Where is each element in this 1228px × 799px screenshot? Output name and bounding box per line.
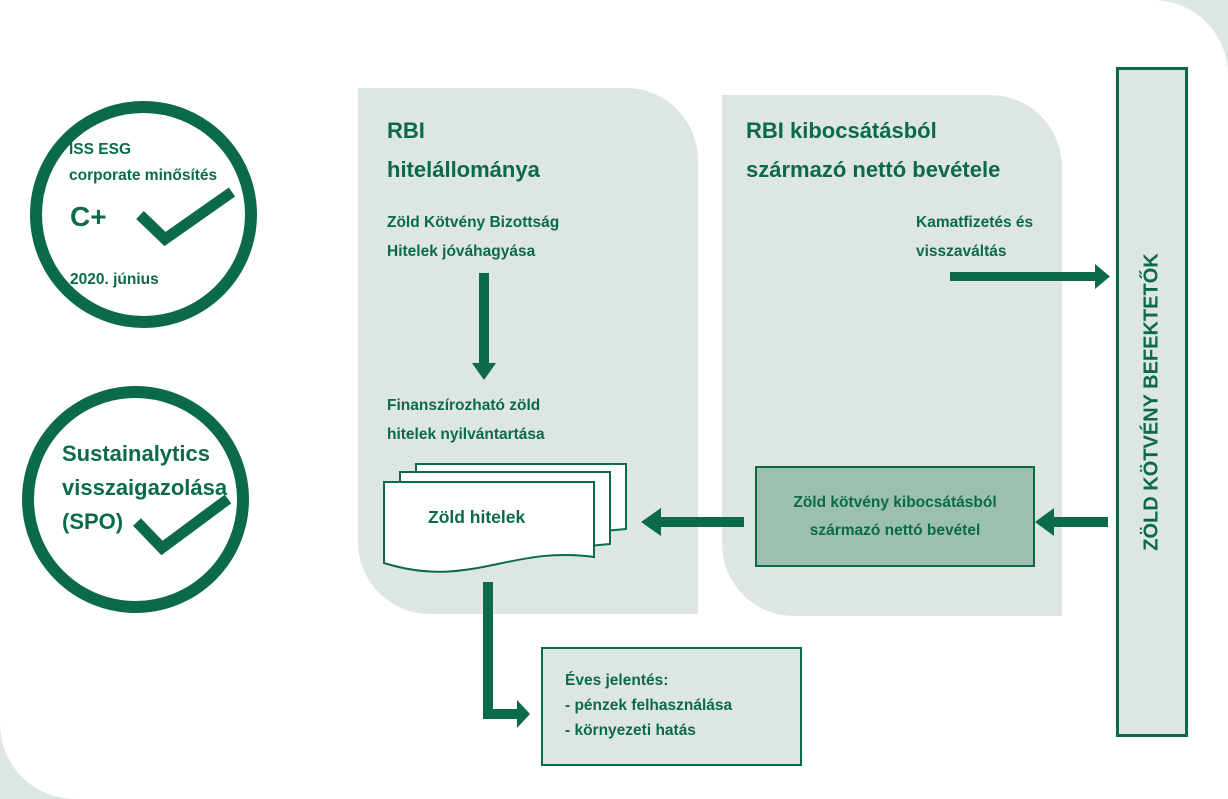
annual-report-item-environmental-impact: - környezeti hatás [565,722,696,739]
iss-esg-line1: ISS ESG [69,141,132,158]
green-loans-label: Zöld hitelek [428,507,526,527]
sustainalytics-checkmark-icon [133,494,232,556]
green-loans-document-stack-icon [383,463,627,573]
iss-esg-rating-value: C+ [70,201,107,232]
iss-esg-label: ISS ESG corporate minősítés [69,137,217,189]
committee-approval-label: Zöld Kötvény Bizottság Hitelek jóváhagyá… [387,208,559,266]
green-bond-investors-label: ZÖLD KÖTVÉNY BEFEKTETŐK [1140,253,1163,551]
iss-checkmark-icon [136,187,236,247]
interest-redemption-line1: Kamatfizetés és [916,214,1034,231]
interest-redemption-line2: visszaváltás [916,243,1007,260]
investors-to-proceeds-arrow [1035,508,1108,536]
loans-to-report-arrow [483,582,530,728]
loan-portfolio-title-line2: hitelállománya [387,157,540,182]
eligible-register-line2: hitelek nyilvántartása [387,426,545,443]
net-proceeds-title: RBI kibocsátásból származó nettó bevétel… [746,111,1000,189]
sustainalytics-line1: Sustainalytics [62,441,210,466]
sustainalytics-line3: (SPO) [62,509,124,534]
net-proceeds-title-line1: RBI kibocsátásból [746,118,937,143]
net-proceeds-title-line2: származó nettó bevétele [746,157,1001,182]
annual-report-title: Éves jelentés: [565,672,669,689]
sustainalytics-label: Sustainalytics visszaigazolása (SPO) [62,437,227,539]
interest-redemption-label: Kamatfizetés és visszaváltás [916,208,1033,266]
committee-approval-line2: Hitelek jóváhagyása [387,243,536,260]
sustainalytics-line2: visszaigazolása [62,475,228,500]
net-proceeds-box: Zöld kötvény kibocsátásból származó nett… [755,466,1035,567]
eligible-register-label: Finanszírozható zöld hitelek nyilvántart… [387,391,545,449]
annual-report-box: Éves jelentés: - pénzek felhasználása - … [541,647,802,766]
iss-esg-line2: corporate minősítés [69,167,218,184]
green-bond-investors-bar: ZÖLD KÖTVÉNY BEFEKTETŐK [1116,67,1188,737]
eligible-register-line1: Finanszírozható zöld [387,397,541,414]
approval-down-arrow [472,273,496,380]
proceeds-to-loans-arrow [641,508,744,536]
interest-redemption-arrow [950,264,1110,289]
net-proceeds-line2: származó nettó bevétel [809,521,981,539]
iss-esg-date: 2020. június [70,271,159,288]
loan-portfolio-title: RBI hitelállománya [387,111,540,189]
loan-portfolio-title-line1: RBI [387,118,425,143]
committee-approval-line1: Zöld Kötvény Bizottság [387,214,560,231]
annual-report-item-use-of-funds: - pénzek felhasználása [565,697,733,714]
net-proceeds-line1: Zöld kötvény kibocsátásból [793,493,997,511]
